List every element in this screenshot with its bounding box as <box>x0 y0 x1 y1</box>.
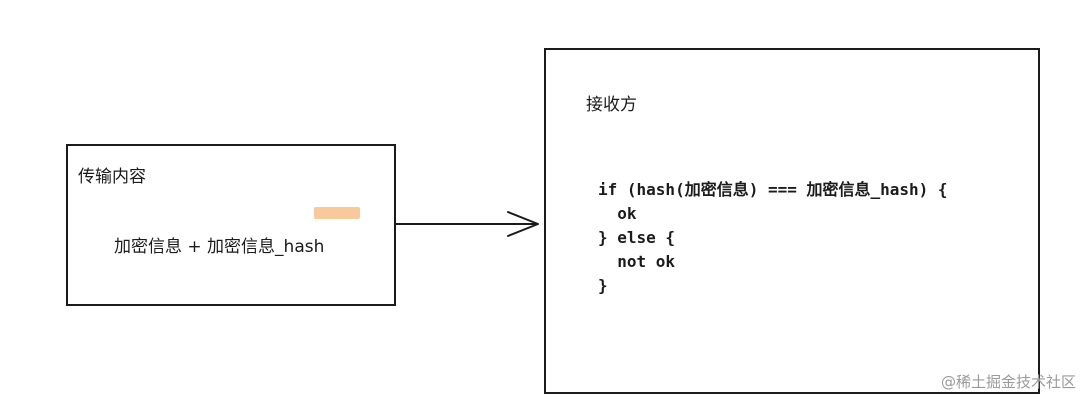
transfer-arrow <box>396 211 539 237</box>
sender-box: 传输内容 加密信息 + 加密信息_hash <box>66 144 396 306</box>
code-line: if (hash(加密信息) === 加密信息_hash) { <box>598 180 948 199</box>
receiver-box: 接收方 if (hash(加密信息) === 加密信息_hash) { ok } … <box>544 48 1040 394</box>
watermark: @稀土掘金技术社区 <box>940 373 1076 391</box>
code-line: ok <box>598 204 637 223</box>
verification-code: if (hash(加密信息) === 加密信息_hash) { ok } else… <box>598 178 948 298</box>
code-line: } <box>598 276 608 295</box>
payload-text: 加密信息 + 加密信息_hash <box>114 237 325 257</box>
code-line: not ok <box>598 252 676 271</box>
highlight-mark <box>314 207 360 219</box>
receiver-title: 接收方 <box>586 95 637 115</box>
code-line: } else { <box>598 228 676 247</box>
sender-title: 传输内容 <box>78 167 146 187</box>
